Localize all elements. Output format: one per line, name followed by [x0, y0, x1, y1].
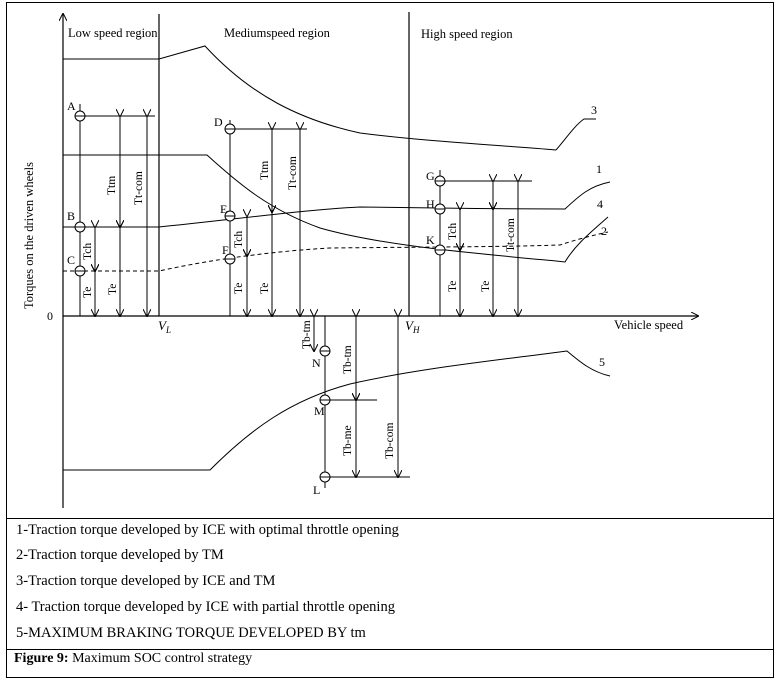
point-c-label: C	[67, 253, 75, 267]
legend-item-3: 3-Traction torque developed by ICE and T…	[16, 573, 276, 589]
point-n-label: N	[312, 356, 321, 370]
curve-2-number: 2	[601, 224, 607, 238]
point-m-label: M	[314, 404, 325, 418]
high-speed-region-label: High speed region	[421, 27, 513, 41]
tb-tm-label: Tb-tm	[342, 345, 354, 374]
te-f-label-1: Te	[233, 283, 245, 294]
te-f-label-2: Te	[259, 283, 271, 294]
tb-com-label: Tb-com	[384, 423, 396, 459]
curve-3-tail	[555, 118, 596, 151]
tb-tm-n-label: Tb-tm	[301, 320, 313, 349]
point-e-label: E	[220, 202, 227, 216]
tch-h-label: Tch	[447, 223, 459, 240]
curve-1-ice-optimal	[63, 181, 611, 228]
ttm-d-label: Ttm	[259, 161, 271, 180]
point-a-label: A	[67, 99, 76, 113]
legend-item-1: 1-Traction torque developed by ICE with …	[16, 522, 399, 538]
y-axis-label: Torques on the driven wheels	[22, 162, 36, 309]
tch-b-label: Tch	[82, 243, 94, 260]
tch-e-label: Tch	[233, 231, 245, 248]
caption-label: Figure 9:	[14, 651, 69, 666]
vl-label: VL	[158, 318, 171, 335]
point-b-label: B	[67, 209, 75, 223]
te-c-label-1: Te	[82, 287, 94, 298]
te-k-label-1: Te	[447, 281, 459, 292]
figure-frame	[6, 2, 774, 678]
curve-2-tm	[63, 231, 609, 272]
curve-5-number: 5	[599, 355, 605, 369]
legend-top-rule	[6, 518, 774, 519]
curve-4-number: 4	[597, 197, 603, 211]
caption-top-rule	[6, 649, 774, 650]
curve-1-number: 1	[596, 162, 602, 176]
point-f-label: F	[222, 243, 229, 257]
legend-item-2: 2-Traction torque developed by TM	[16, 547, 224, 563]
ttcom-a-label: Tt-com	[133, 171, 145, 205]
ttcom-d-label: Tt-com	[287, 156, 299, 190]
torque-diagram: Low speed region Mediumspeed region High…	[22, 12, 783, 508]
origin-label: 0	[47, 309, 53, 323]
legend-item-5: 5-MAXIMUM BRAKING TORQUE DEVELOPED BY tm	[16, 625, 366, 641]
point-d-label: D	[214, 115, 223, 129]
point-l-label: L	[313, 483, 320, 497]
caption-text: Maximum SOC control strategy	[72, 651, 253, 666]
medium-speed-region-label: Mediumspeed region	[224, 26, 331, 40]
tb-me-label: Tb-me	[342, 425, 354, 456]
te-k-label-2: Te	[480, 281, 492, 292]
point-g-label: G	[426, 169, 435, 183]
x-axis-label: Vehicle speed	[614, 318, 684, 332]
te-c-label-2: Te	[107, 284, 119, 295]
curve-3-ice-tm	[63, 45, 557, 151]
curve-5-braking-tm	[63, 350, 611, 471]
ttcom-g-label: Tt-com	[505, 218, 517, 252]
vh-label: VH	[405, 318, 420, 335]
curve-4-ice-partial	[63, 154, 609, 263]
curve-3-number: 3	[591, 103, 597, 117]
figure-caption: Figure 9: Maximum SOC control strategy	[14, 651, 252, 667]
point-k-label: K	[426, 233, 435, 247]
ttm-a-label: Ttm	[106, 176, 118, 195]
legend-item-4: 4- Traction torque developed by ICE with…	[16, 599, 395, 615]
point-h-label: H	[426, 197, 435, 211]
low-speed-region-label: Low speed region	[68, 26, 158, 40]
